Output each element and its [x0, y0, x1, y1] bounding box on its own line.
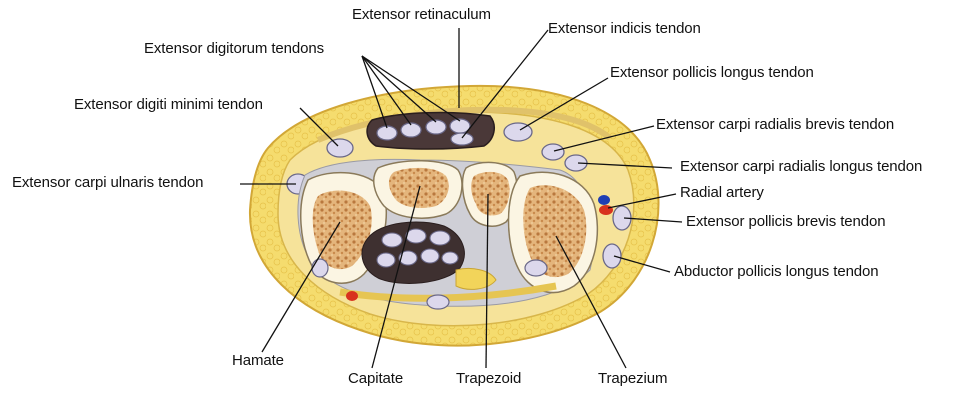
label-hamate: Hamate — [232, 352, 284, 370]
label-trapezoid: Trapezoid — [456, 370, 521, 388]
label-extensor-carpi-ulnaris-tendon: Extensor carpi ulnaris tendon — [12, 174, 203, 192]
label-extensor-pollicis-brevis-tendon: Extensor pollicis brevis tendon — [686, 213, 886, 231]
radial-vein-shape — [598, 195, 610, 205]
label-extensor-retinaculum: Extensor retinaculum — [352, 6, 491, 24]
flexor-tendon-4 — [377, 253, 395, 267]
label-extensor-pollicis-longus-tendon: Extensor pollicis longus tendon — [610, 64, 814, 82]
label-extensor-digiti-minimi-tendon: Extensor digiti minimi tendon — [74, 96, 263, 114]
apl-shape — [603, 244, 621, 268]
radial-artery-shape — [599, 205, 613, 215]
label-trapezium: Trapezium — [598, 370, 667, 388]
flexor-tendon-1 — [382, 233, 402, 247]
extensor-digitorum-tendon-3 — [426, 120, 446, 134]
label-capitate: Capitate — [348, 370, 403, 388]
ulnar-artery-shape — [346, 291, 358, 301]
flexor-tendon-2 — [406, 229, 426, 243]
label-abductor-pollicis-longus-tendon: Abductor pollicis longus tendon — [674, 263, 879, 281]
fcr-tendon-shape — [525, 260, 547, 276]
extensor-digitorum-tendon-1 — [377, 126, 397, 140]
extensor-digitorum-tendon-2 — [401, 123, 421, 137]
flexor-tendon-3 — [430, 231, 450, 245]
flexor-tendon-7 — [442, 252, 458, 264]
label-extensor-carpi-radialis-longus-tendon: Extensor carpi radialis longus tendon — [680, 158, 922, 176]
palmaris-tendon-shape — [427, 295, 449, 309]
label-extensor-indicis-tendon: Extensor indicis tendon — [548, 20, 701, 38]
edm-shape — [327, 139, 353, 157]
ecrb-shape — [542, 144, 564, 160]
trapezium-bone — [509, 172, 598, 292]
ulnar-nerve-shape — [312, 259, 328, 277]
capitate-bone — [374, 161, 462, 218]
label-radial-artery: Radial artery — [680, 184, 764, 202]
extensor-indicis-tendon-shape — [451, 133, 473, 145]
flexor-tendon-6 — [421, 249, 439, 263]
label-extensor-carpi-radialis-brevis-tendon: Extensor carpi radialis brevis tendon — [656, 116, 894, 134]
label-extensor-digitorum-tendons: Extensor digitorum tendons — [144, 40, 324, 58]
